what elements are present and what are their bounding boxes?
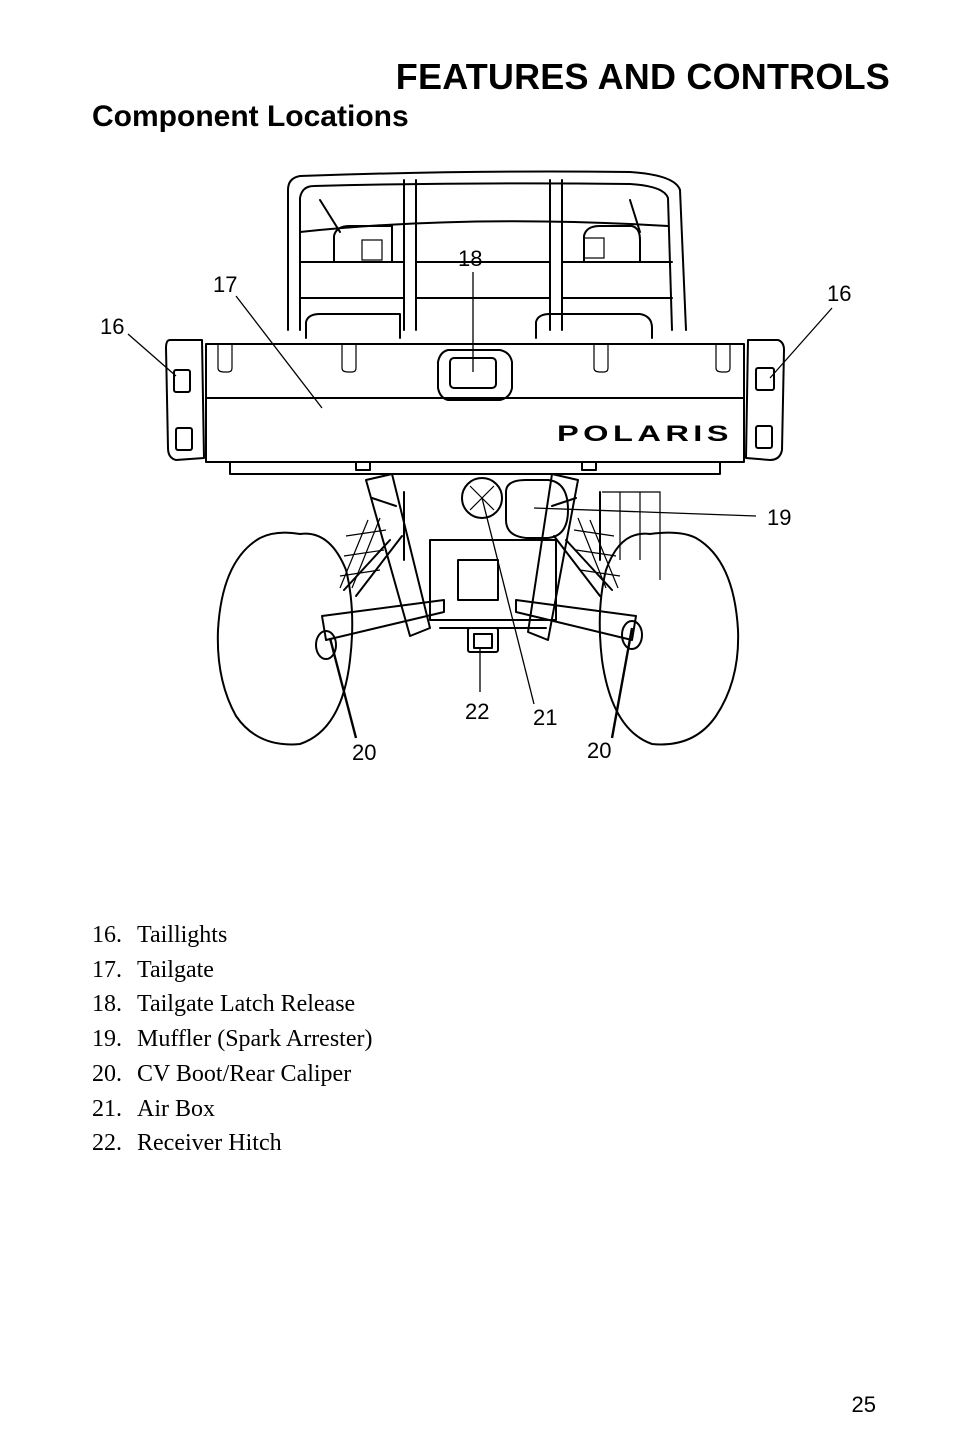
legend-number: 18. — [92, 991, 122, 1018]
vehicle-rear-diagram: POLARIS — [100, 170, 851, 765]
callout-18: 18 — [458, 246, 482, 271]
callout-22: 22 — [465, 699, 489, 724]
tailgate — [205, 343, 745, 475]
rear-wheels — [216, 531, 740, 746]
polaris-logo-text: POLARIS — [557, 421, 733, 446]
tailgate-latch-handle — [437, 349, 513, 401]
legend-item: 16. Taillights — [92, 918, 372, 953]
legend-label: Tailgate — [137, 956, 214, 983]
legend-label: Receiver Hitch — [137, 1130, 282, 1157]
callout-20-left: 20 — [352, 740, 376, 765]
seats — [305, 225, 653, 339]
receiver-hitch — [467, 627, 499, 653]
component-legend: 16. Taillights 17. Tailgate 18. Tailgate La… — [92, 918, 372, 1161]
legend-item: 17. Tailgate — [92, 953, 372, 988]
callout-16-left: 16 — [100, 314, 124, 339]
legend-number: 22. — [92, 1130, 122, 1157]
legend-number: 17. — [92, 956, 122, 983]
callout-16-right: 16 — [827, 281, 851, 306]
polaris-logo: POLARIS — [556, 421, 736, 446]
leader-lines — [127, 272, 833, 739]
legend-item: 18. Tailgate Latch Release — [92, 987, 372, 1022]
suspension — [321, 473, 637, 641]
legend-item: 20. CV Boot/Rear Caliper — [92, 1057, 372, 1092]
legend-item: 21. Air Box — [92, 1092, 372, 1127]
legend-label: Tailgate Latch Release — [137, 991, 356, 1018]
legend-number: 16. — [92, 922, 122, 948]
legend-number: 21. — [92, 1095, 122, 1122]
legend-item: 22. Receiver Hitch — [92, 1126, 372, 1161]
section-title: FEATURES AND CONTROLS — [395, 56, 890, 97]
legend-number: 19. — [92, 1026, 122, 1053]
page-subtitle: Component Locations — [92, 100, 409, 133]
legend-label: Taillights — [137, 922, 228, 948]
roll-cage — [287, 170, 687, 331]
callout-17: 17 — [213, 272, 237, 297]
legend-item: 19. Muffler (Spark Arrester) — [92, 1022, 372, 1057]
callout-20-right: 20 — [587, 738, 611, 763]
legend-label: CV Boot/Rear Caliper — [137, 1060, 352, 1087]
taillight-right — [745, 339, 785, 461]
page-number: 25 — [851, 1392, 876, 1417]
legend-number: 20. — [92, 1060, 122, 1087]
legend-label: Muffler (Spark Arrester) — [137, 1026, 373, 1053]
callout-19: 19 — [767, 505, 791, 530]
legend-label: Air Box — [137, 1095, 215, 1122]
taillight-left — [165, 339, 205, 461]
callout-21: 21 — [533, 705, 557, 730]
